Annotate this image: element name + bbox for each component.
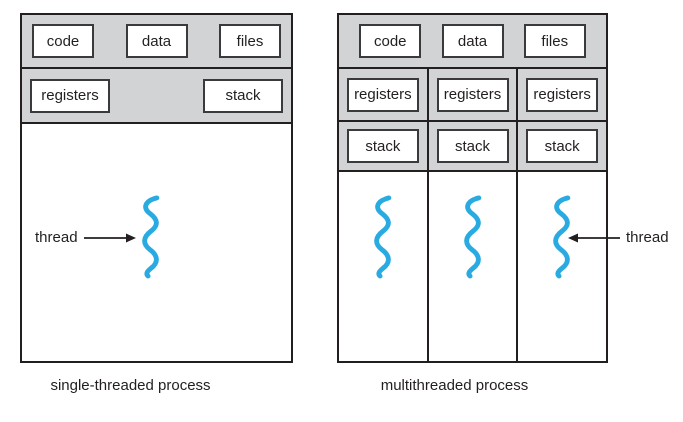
thread-body: [22, 124, 291, 359]
arrow-left-icon: [568, 233, 620, 242]
thread-annotation-right: thread: [568, 229, 669, 246]
thread-column-3: registers stack: [516, 69, 607, 361]
multithreaded-process-box: code data files registers stack: [337, 13, 608, 363]
thread-area: [518, 172, 607, 361]
registers-row: registers: [428, 69, 517, 122]
thread-squiggle-icon: [463, 195, 481, 279]
registers-section: registers: [436, 77, 509, 112]
code-section: code: [32, 24, 94, 58]
single-threaded-process-box: code data files registers stack: [20, 13, 293, 363]
thread-area: [339, 172, 427, 361]
thread-label: thread: [626, 229, 669, 246]
registers-stack-row: registers stack: [22, 69, 291, 124]
stack-section: stack: [346, 129, 419, 163]
thread-annotation-left: thread: [35, 229, 136, 246]
registers-row: registers: [518, 69, 607, 122]
registers-section: registers: [526, 77, 599, 112]
thread-area: [428, 172, 517, 361]
registers-row: registers: [339, 69, 427, 122]
caption-single-threaded: single-threaded process: [50, 377, 211, 394]
stack-section: stack: [436, 129, 509, 163]
arrow-right-icon: [83, 233, 136, 242]
thread-squiggle-icon: [374, 195, 392, 279]
registers-section: registers: [346, 77, 419, 112]
files-section: files: [523, 24, 586, 58]
thread-column-1: registers stack: [339, 69, 427, 361]
caption-multithreaded: multithreaded process: [380, 377, 529, 394]
thread-label: thread: [35, 229, 78, 246]
code-section: code: [359, 24, 422, 58]
stack-section: stack: [203, 78, 283, 113]
thread-squiggle-icon: [553, 195, 571, 279]
resources-row: code data files: [339, 15, 606, 69]
stack-row: stack: [428, 122, 517, 172]
thread-column-2: registers stack: [426, 69, 517, 361]
data-section: data: [125, 24, 188, 58]
resources-row: code data files: [22, 15, 291, 69]
stack-section: stack: [526, 129, 599, 163]
files-section: files: [219, 24, 281, 58]
stack-row: stack: [518, 122, 607, 172]
thread-squiggle-icon: [142, 195, 160, 279]
thread-columns: registers stack registers stack: [339, 69, 607, 361]
stack-row: stack: [339, 122, 427, 172]
registers-section: registers: [30, 78, 110, 113]
data-section: data: [441, 24, 504, 58]
